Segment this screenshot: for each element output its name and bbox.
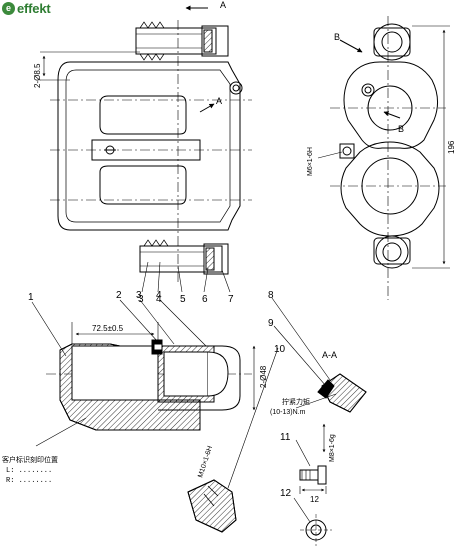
dim-bore: 2-Ø48	[259, 365, 268, 388]
callout-9: 9	[268, 318, 274, 329]
torque-value: (10-13)N.m	[270, 409, 306, 416]
callout-5: 5	[180, 294, 186, 305]
brand-logo: e effekt	[2, 0, 51, 16]
torque-title: 拧紧力矩	[282, 397, 310, 406]
callout-7: 7	[228, 294, 234, 305]
callout-1: 1	[28, 292, 34, 303]
dim-bolt-length: 12	[310, 495, 319, 504]
customer-mark-r: R: ........	[6, 477, 52, 485]
callout-10: 10	[274, 344, 286, 355]
callout-8: 8	[268, 290, 274, 301]
callout-4-top: 4	[156, 294, 162, 305]
callout-2: 2	[116, 290, 122, 301]
section-label-a-top: A	[220, 0, 226, 10]
dim-depth: 72.5±0.5	[92, 324, 124, 333]
section-view-a	[31, 299, 279, 533]
callout-4: 4	[156, 290, 162, 301]
dim-thread-m8: M8×1-6g	[329, 434, 336, 462]
logo-icon: e	[2, 1, 15, 15]
customer-mark-l: L: ........	[6, 467, 52, 475]
section-label-a-mid: A	[216, 96, 222, 106]
dim-height: 196	[447, 140, 456, 154]
callout-3: 3	[136, 290, 142, 301]
section-label-a-section: A-A	[322, 350, 337, 360]
section-label-b-top: B	[334, 32, 340, 42]
callout-6: 6	[202, 294, 208, 305]
callout-12: 12	[280, 488, 292, 499]
dim-offset: 2-Ø8.5	[33, 63, 42, 88]
caliper-front-view	[317, 16, 450, 300]
section-label-b-mid: B	[398, 124, 404, 134]
dim-thread-m10: M10×1-6H	[197, 445, 214, 478]
callout-3-top: 3	[138, 294, 144, 305]
callout-11: 11	[280, 432, 291, 443]
bleeder-detail	[271, 297, 367, 546]
caliper-side-view	[40, 5, 252, 293]
logo-text: effekt	[17, 0, 51, 16]
dim-thread-m6: M6×1-6H	[307, 147, 314, 176]
customer-mark-title: 客户标识刻印位置	[2, 455, 58, 464]
